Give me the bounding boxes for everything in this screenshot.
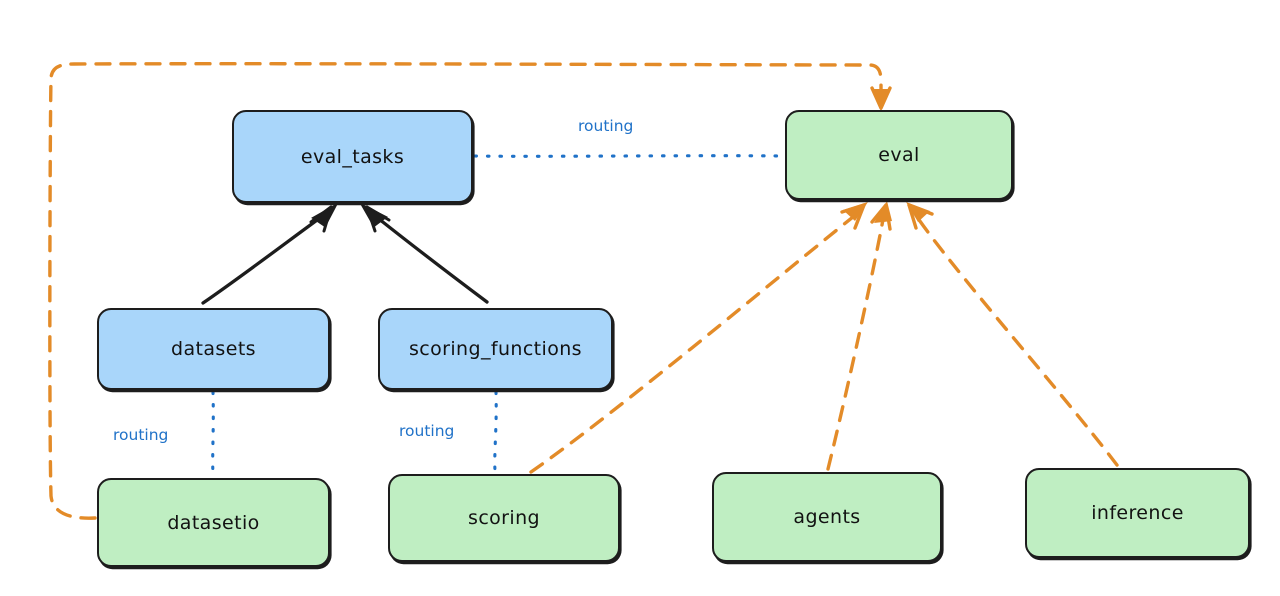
edge-agents-eval xyxy=(826,201,892,471)
node-label: eval_tasks xyxy=(300,145,405,168)
node-label: scoring_functions xyxy=(409,338,582,360)
edge-label-routing-datasets-datasetio: routing xyxy=(113,426,169,444)
node-scoring-functions[interactable]: scoring_functions xyxy=(378,308,613,390)
edge-eval_tasks-eval xyxy=(473,154,785,158)
edge-label-routing-eval-tasks-eval: routing xyxy=(578,117,634,135)
edge-inference-eval xyxy=(906,202,1119,467)
node-inference[interactable]: inference xyxy=(1025,468,1250,558)
node-datasets[interactable]: datasets xyxy=(97,308,330,390)
node-scoring[interactable]: scoring xyxy=(388,474,620,562)
node-label: inference xyxy=(1091,502,1184,524)
node-eval-tasks[interactable]: eval_tasks xyxy=(232,110,473,203)
node-eval[interactable]: eval xyxy=(785,110,1013,200)
node-label: datasets xyxy=(171,338,256,360)
node-agents[interactable]: agents xyxy=(712,472,942,562)
edge-datasets-eval_tasks xyxy=(201,202,339,305)
node-label: datasetio xyxy=(167,511,260,534)
node-label: agents xyxy=(793,506,861,528)
node-label: eval xyxy=(878,144,920,166)
node-label: scoring xyxy=(468,507,540,529)
edge-datasets-datasetio xyxy=(211,390,215,478)
edge-scoring_functions-eval_tasks xyxy=(359,202,489,304)
edge-label-routing-scoring-functions-scoring: routing xyxy=(399,422,455,440)
node-datasetio[interactable]: datasetio xyxy=(97,478,330,567)
edge-scoring_functions-scoring xyxy=(493,390,498,474)
